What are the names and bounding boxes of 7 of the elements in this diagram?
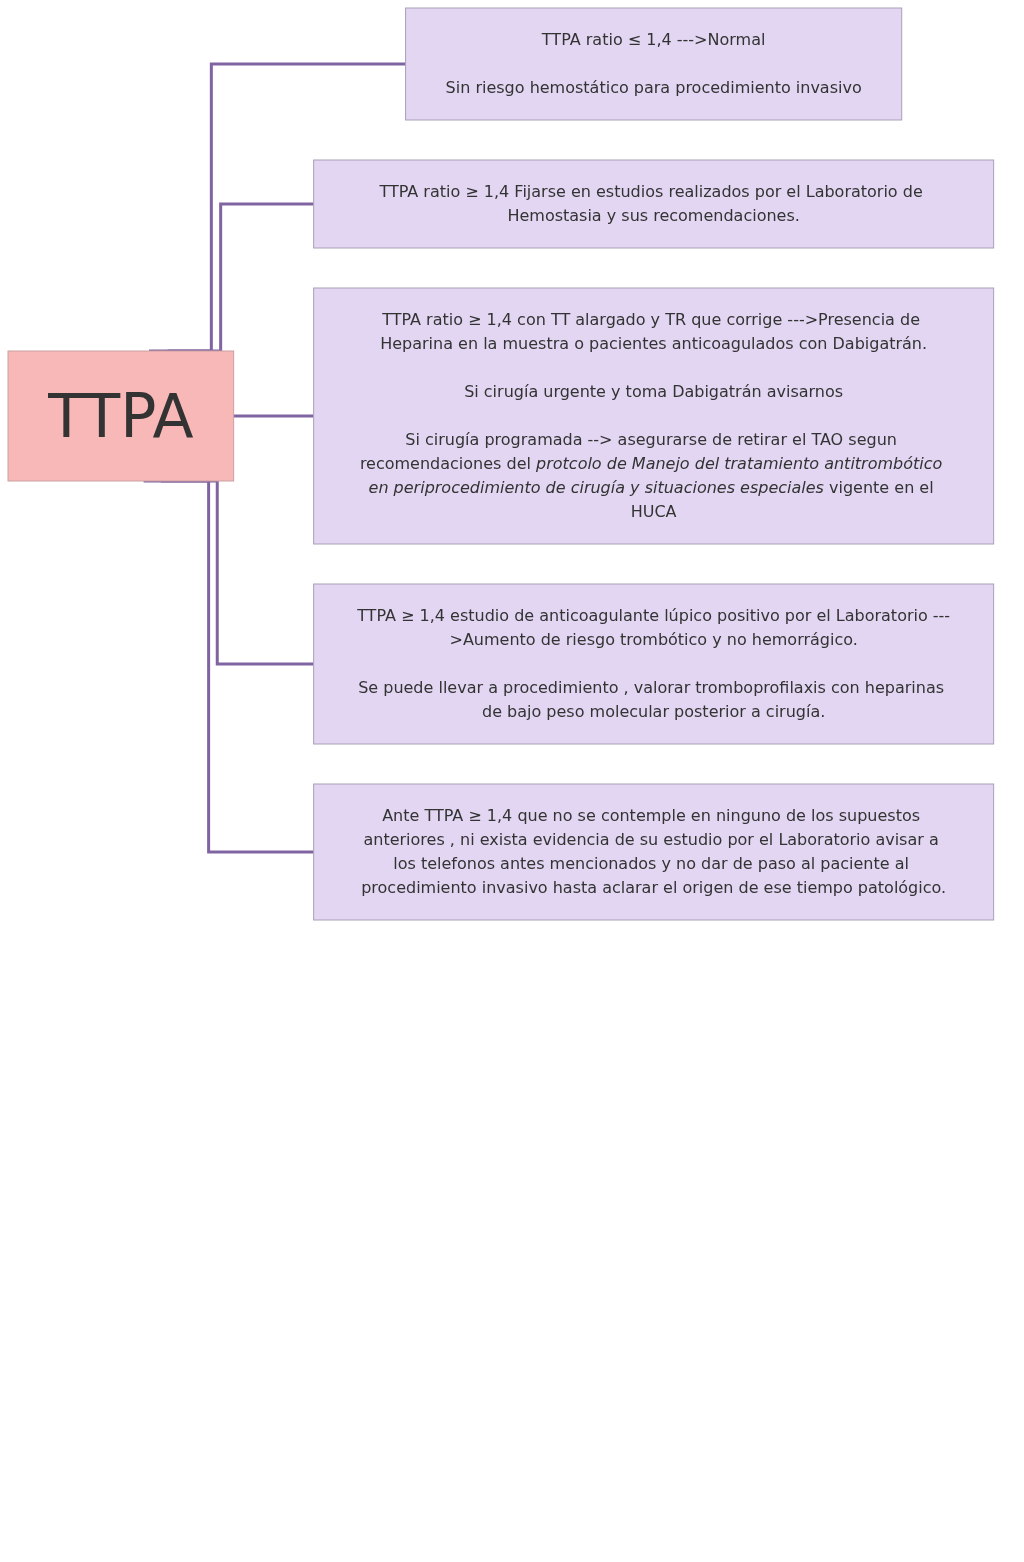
node-box: TTPA: [7, 350, 235, 482]
node-box: TTPA ratio ≥ 1,4 con TT alargado y TR que corrige --->Presencia de Heparina en la muestra o pacientes anticoagulados con Dabigatrán. Si cirugía urgente y toma Dabigatrán avisarnos Si cirugía programada --> asegurarse de retirar el TAO segun recomendaciones del protcolo de Manejo del tratamiento antitrombótico en periprocedimiento de cirugía y situaciones especiales vigente en el HUCA: [313, 287, 995, 545]
node-box: TTPA ≥ 1,4 estudio de anticoagulante lúpico positivo por el Laboratorio --->Aumento de riesgo trombótico y no hemorrágico. Se puede llevar a procedimiento , valorar tromboprofilaxis con heparinas de bajo peso molecular posterior a cirugía.: [313, 583, 995, 745]
connector: [233, 414, 314, 418]
node-box: TTPA ratio ≥ 1,4 Fijarse en estudios realizados por el Laboratorio de Hemostasia y sus recomendaciones.: [313, 159, 995, 249]
node-box: Ante TTPA ≥ 1,4 que no se contemple en ninguno de los supuestos anteriores , ni exista evidencia de su estudio por el Laboratorio avisar a los telefonos antes mencionados y no dar de paso al paciente al procedimiento invasivo hasta aclarar el origen de ese tiempo patológico.: [313, 783, 995, 921]
node-box: TTPA ratio ≤ 1,4 --->Normal Sin riesgo hemostático para procedimiento invasivo: [405, 7, 903, 121]
